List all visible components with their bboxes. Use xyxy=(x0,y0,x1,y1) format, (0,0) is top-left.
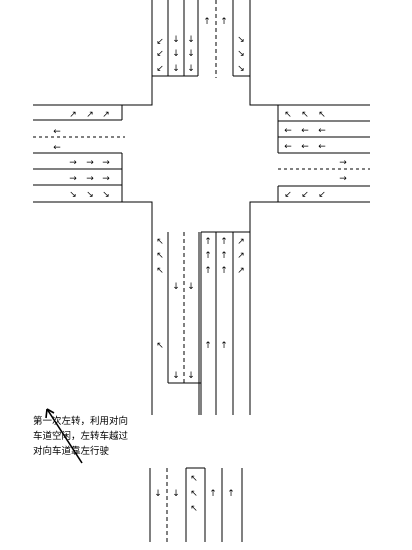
arrow-straight: → xyxy=(86,174,94,184)
bottom-detail-arrows: ↓ ↓ ↖ ↖ ↖ ↑ ↑ xyxy=(154,474,235,514)
arrow-straight: ← xyxy=(284,142,292,152)
arrow-left-turn: ↗ xyxy=(237,251,245,261)
arrow-straight: ↓ xyxy=(172,282,180,292)
arrow-straight: → xyxy=(102,158,110,168)
west-arm-lanes xyxy=(33,105,125,202)
arrow-left-turn: ↖ xyxy=(156,341,164,351)
arrow-straight: → xyxy=(86,158,94,168)
arrow-straight: ← xyxy=(318,142,326,152)
arrow-straight: ↓ xyxy=(187,64,195,74)
annotation-line-2: 车道空闲，左转车越过 xyxy=(33,431,129,442)
pointer-arrow xyxy=(45,408,83,464)
arrow-straight: ← xyxy=(301,142,309,152)
arrow-straight: ↑ xyxy=(220,266,228,276)
arrow-left-turn: ↙ xyxy=(284,190,292,200)
arrow-straight: ← xyxy=(301,126,309,136)
south-arm-lanes xyxy=(167,231,250,415)
arrow-straight: ↑ xyxy=(220,237,228,247)
arrow-left-turn: ↘ xyxy=(237,64,245,74)
arrow-straight: ↓ xyxy=(187,282,195,292)
annotation-line-3: 对向车道靠左行驶 xyxy=(33,446,110,457)
arrow-left-turn: ↙ xyxy=(301,190,309,200)
east-arm-arrows: ↖ ↖ ↖ ← ← ← ← ← ← → → ↙ ↙ ↙ xyxy=(284,110,347,200)
west-arm-arrows: ↗ ↗ ↗ ← ← → → → → → → ↘ ↘ ↘ xyxy=(53,110,110,200)
arrow-straight: ↓ xyxy=(187,371,195,381)
arrow-left-turn: ↘ xyxy=(102,190,110,200)
arrow-left-turn: ↖ xyxy=(301,110,309,120)
arrow-left-turn: ↗ xyxy=(86,110,94,120)
arrow-straight: ↑ xyxy=(204,341,212,351)
arrow-left-turn: ↘ xyxy=(69,190,77,200)
arrow-left-turn: ↖ xyxy=(190,489,198,499)
north-arm-arrows: ↙ ↙ ↙ ↓ ↓ ↓ ↓ ↓ ↓ ↑ ↑ ↘ ↘ ↘ xyxy=(156,17,245,74)
arrow-straight: ← xyxy=(53,127,61,137)
arrow-straight: ↓ xyxy=(172,371,180,381)
arrow-straight: → xyxy=(69,174,77,184)
arrow-straight: ← xyxy=(53,143,61,153)
arrow-straight: ↑ xyxy=(227,489,235,499)
arrow-straight: ↓ xyxy=(187,49,195,59)
arrow-straight: → xyxy=(69,158,77,168)
arrow-straight: ↑ xyxy=(204,237,212,247)
arrow-straight: ↑ xyxy=(209,489,217,499)
arrow-left-turn: ↖ xyxy=(190,474,198,484)
arrow-straight: ↓ xyxy=(172,49,180,59)
arrow-left-turn: ↘ xyxy=(237,35,245,45)
arrow-left-turn: ↖ xyxy=(156,237,164,247)
arrow-straight: ← xyxy=(284,126,292,136)
arrow-straight: ← xyxy=(318,126,326,136)
arrow-left-turn: ↙ xyxy=(156,64,164,74)
arrow-left-turn: ↖ xyxy=(190,504,198,514)
north-arm-lanes xyxy=(152,0,250,78)
arrow-straight: ↓ xyxy=(154,489,162,499)
arrow-left-turn: ↘ xyxy=(86,190,94,200)
arrow-left-turn: ↖ xyxy=(156,266,164,276)
arrow-straight: ↓ xyxy=(172,489,180,499)
arrow-straight: → xyxy=(339,158,347,168)
arrow-left-turn: ↖ xyxy=(284,110,292,120)
arrow-left-turn: ↗ xyxy=(102,110,110,120)
arrow-straight: ↑ xyxy=(204,266,212,276)
arrow-left-turn: ↙ xyxy=(318,190,326,200)
arrow-straight: ↑ xyxy=(220,251,228,261)
east-arm-lanes xyxy=(277,105,370,202)
arrow-left-turn: ↗ xyxy=(237,266,245,276)
arrow-straight: ↑ xyxy=(203,17,211,27)
arrow-straight: → xyxy=(102,174,110,184)
arrow-straight: ↑ xyxy=(220,17,228,27)
arrow-straight: ↑ xyxy=(204,251,212,261)
bottom-detail-lanes xyxy=(149,467,243,542)
arrow-straight: ↓ xyxy=(187,35,195,45)
annotation-line-1: 第一次左转，利用对向 xyxy=(33,416,129,427)
south-arm-arrows: ↖ ↖ ↖ ↓ ↓ ↑ ↑ ↑ ↑ ↑ ↑ ↗ ↗ ↗ ↖ ↑ ↑ ↓ ↓ xyxy=(156,237,245,381)
arrow-straight: ↓ xyxy=(172,64,180,74)
arrow-left-turn: ↗ xyxy=(69,110,77,120)
arrow-left-turn: ↘ xyxy=(237,49,245,59)
arrow-left-turn: ↙ xyxy=(156,37,164,47)
arrow-straight: → xyxy=(339,174,347,184)
arrow-left-turn: ↙ xyxy=(156,49,164,59)
arrow-straight: ↑ xyxy=(220,341,228,351)
road-outline xyxy=(33,0,370,415)
arrow-left-turn: ↖ xyxy=(156,251,164,261)
arrow-left-turn: ↗ xyxy=(237,237,245,247)
annotation-note: 第一次左转，利用对向 车道空闲，左转车越过 对向车道靠左行驶 xyxy=(33,414,173,459)
arrow-straight: ↓ xyxy=(172,35,180,45)
arrow-left-turn: ↖ xyxy=(318,110,326,120)
